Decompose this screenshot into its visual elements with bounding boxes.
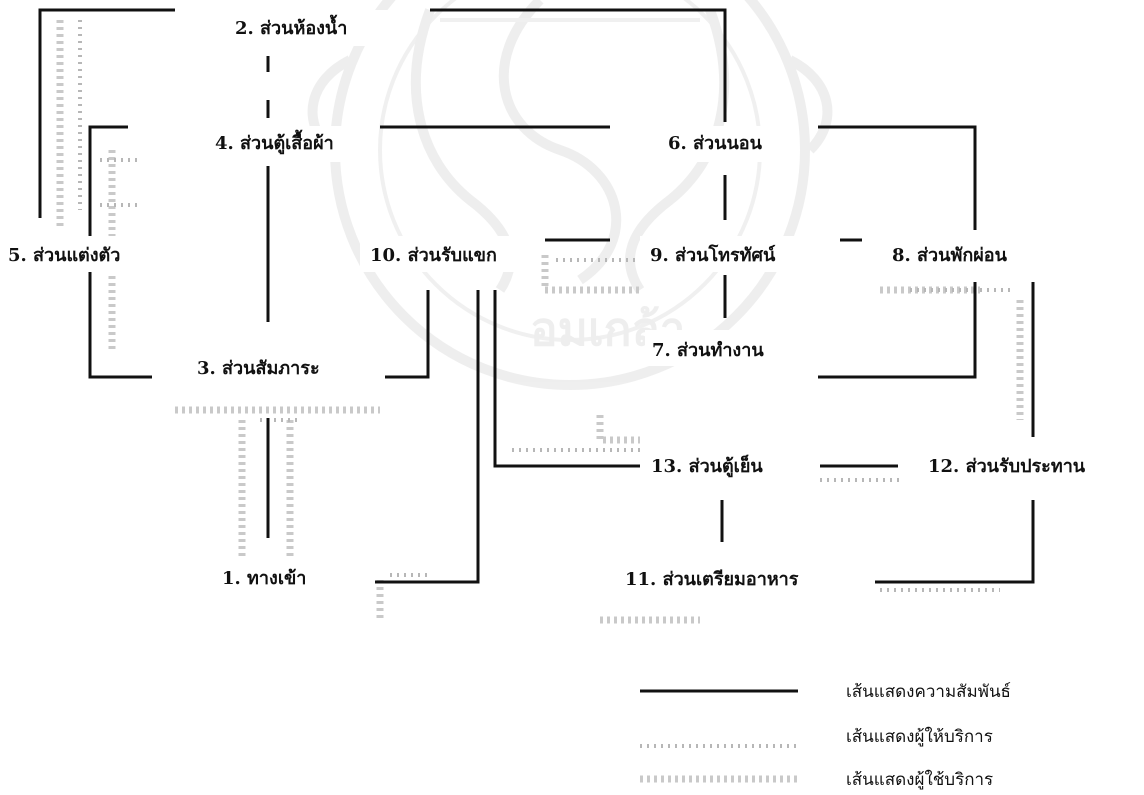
node-entrance: 1. ทางเข้า xyxy=(222,568,306,589)
node-guest: 10. ส่วนรับแขก xyxy=(370,245,497,266)
legend: เส้นแสดงความสัมพันธ์ เส้นแสดงผู้ให้บริกา… xyxy=(640,682,1011,790)
provider-lines xyxy=(78,20,1010,592)
node-dressing: 5. ส่วนแต่งตัว xyxy=(8,245,120,266)
legend-label-provider: เส้นแสดงผู้ให้บริการ xyxy=(846,726,993,747)
relationship-lines xyxy=(38,8,1035,584)
node-sleeping: 6. ส่วนนอน xyxy=(668,133,763,154)
node-luggage: 3. ส่วนสัมภาระ xyxy=(197,358,320,379)
node-labels: 1. ทางเข้า 2. ส่วนห้องน้ำ 3. ส่วนสัมภาระ… xyxy=(8,14,1086,590)
university-seal-watermark: อมเกล้า xyxy=(307,0,833,390)
node-working: 7. ส่วนทำงาน xyxy=(652,340,764,361)
node-pantry: 11. ส่วนเตรียมอาหาร xyxy=(625,569,799,590)
node-fridge: 13. ส่วนตู้เย็น xyxy=(651,454,763,478)
legend-label-user: เส้นแสดงผู้ใช้บริการ xyxy=(846,769,993,790)
node-bathroom: 2. ส่วนห้องน้ำ xyxy=(235,14,347,39)
node-dining: 12. ส่วนรับประทาน xyxy=(928,456,1086,477)
node-relaxing: 8. ส่วนพักผ่อน xyxy=(892,245,1008,266)
legend-label-relationship: เส้นแสดงความสัมพันธ์ xyxy=(846,682,1011,702)
node-wardrobe: 4. ส่วนตู้เสื้อผ้า xyxy=(215,129,334,155)
node-tv: 9. ส่วนโทรทัศน์ xyxy=(650,244,776,266)
node-backgrounds xyxy=(0,10,1132,597)
